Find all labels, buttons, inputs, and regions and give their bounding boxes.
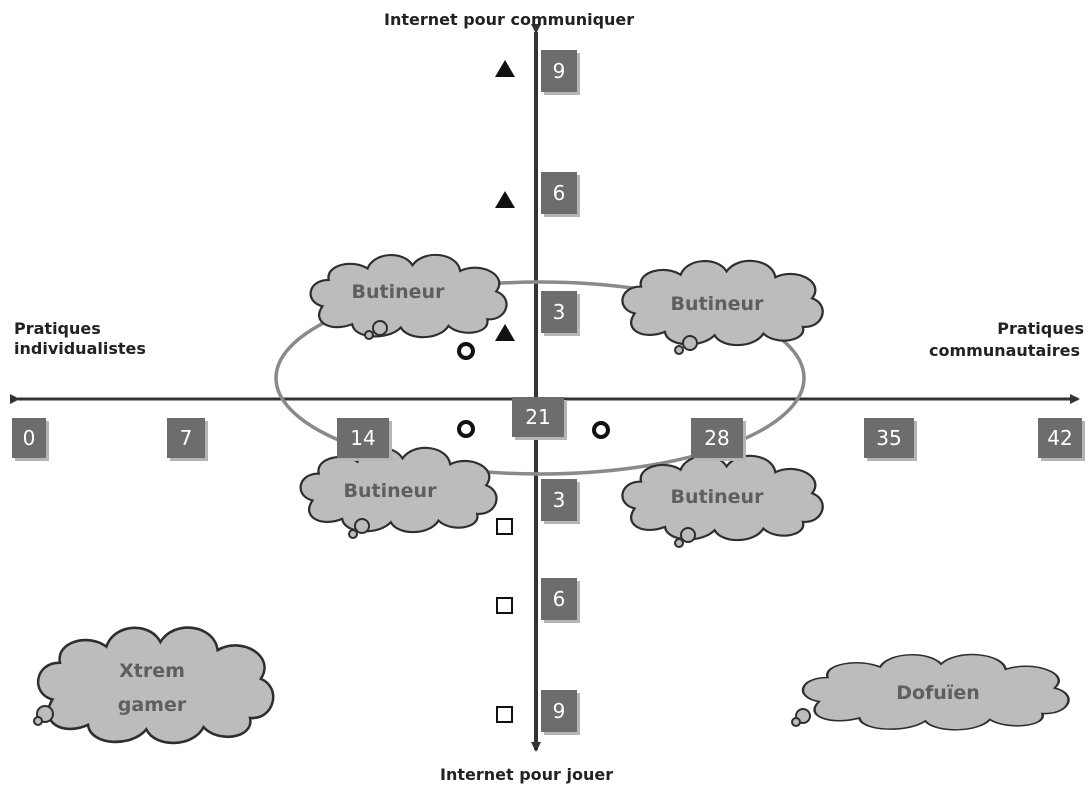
axis-title-left-line2: individualistes xyxy=(14,339,146,358)
cloud-tail-bl xyxy=(348,518,370,539)
cloud-label-xtrem-line1: Xtrem xyxy=(119,660,185,682)
axis-title-right-line2: communautaires xyxy=(929,341,1080,360)
v-scale-bottom-3: 3 xyxy=(541,479,577,521)
cloud-label-butineur-br: Butineur xyxy=(671,486,765,508)
circle-marker-axis-left xyxy=(457,420,475,438)
h-scale-35: 35 xyxy=(864,418,914,458)
triangle-marker-level-6 xyxy=(495,191,515,208)
h-scale-14: 14 xyxy=(337,418,389,458)
cloud-label-butineur-tl: Butineur xyxy=(352,281,446,303)
circle-marker-upper-left xyxy=(457,342,475,360)
v-scale-bottom-9: 9 xyxy=(541,690,577,732)
cloud-label-butineur-bl: Butineur xyxy=(344,480,438,502)
v-scale-top-9: 9 xyxy=(541,50,577,92)
triangle-marker-level-9 xyxy=(495,60,515,77)
cloud-tail-br xyxy=(674,527,696,548)
axis-title-right-line1: Pratiques xyxy=(997,319,1084,338)
cloud-label-dofuien: Dofuïen xyxy=(896,682,980,704)
butineur-ellipse xyxy=(274,280,806,476)
axis-title-bottom: Internet pour jouer xyxy=(440,765,614,784)
triangle-marker-level-3 xyxy=(495,324,515,341)
v-scale-bottom-6: 6 xyxy=(541,578,577,620)
cloud-tail-xtrem xyxy=(33,705,54,726)
cloud-label-butineur-tr: Butineur xyxy=(671,293,765,315)
cloud-tail-tl xyxy=(364,320,388,340)
cloud-xtrem-gamer xyxy=(36,626,275,745)
cloud-tail-dofuien xyxy=(791,708,811,727)
cloud-label-xtrem-line2: gamer xyxy=(118,694,187,716)
square-marker-level-9 xyxy=(496,706,513,723)
square-marker-level-3 xyxy=(496,518,513,535)
h-scale-42: 42 xyxy=(1038,418,1082,458)
square-marker-level-6 xyxy=(496,597,513,614)
h-scale-28: 28 xyxy=(691,418,743,458)
h-scale-7: 7 xyxy=(167,418,205,458)
axis-title-left-line1: Pratiques xyxy=(14,319,101,338)
v-scale-top-6: 6 xyxy=(541,172,577,214)
axis-title-top: Internet pour communiquer xyxy=(384,10,635,29)
circle-marker-axis-right xyxy=(592,421,610,439)
cloud-tail-tr xyxy=(674,335,698,355)
v-scale-top-3: 3 xyxy=(541,291,577,333)
h-scale-21: 21 xyxy=(512,397,564,437)
h-scale-0: 0 xyxy=(12,418,46,458)
